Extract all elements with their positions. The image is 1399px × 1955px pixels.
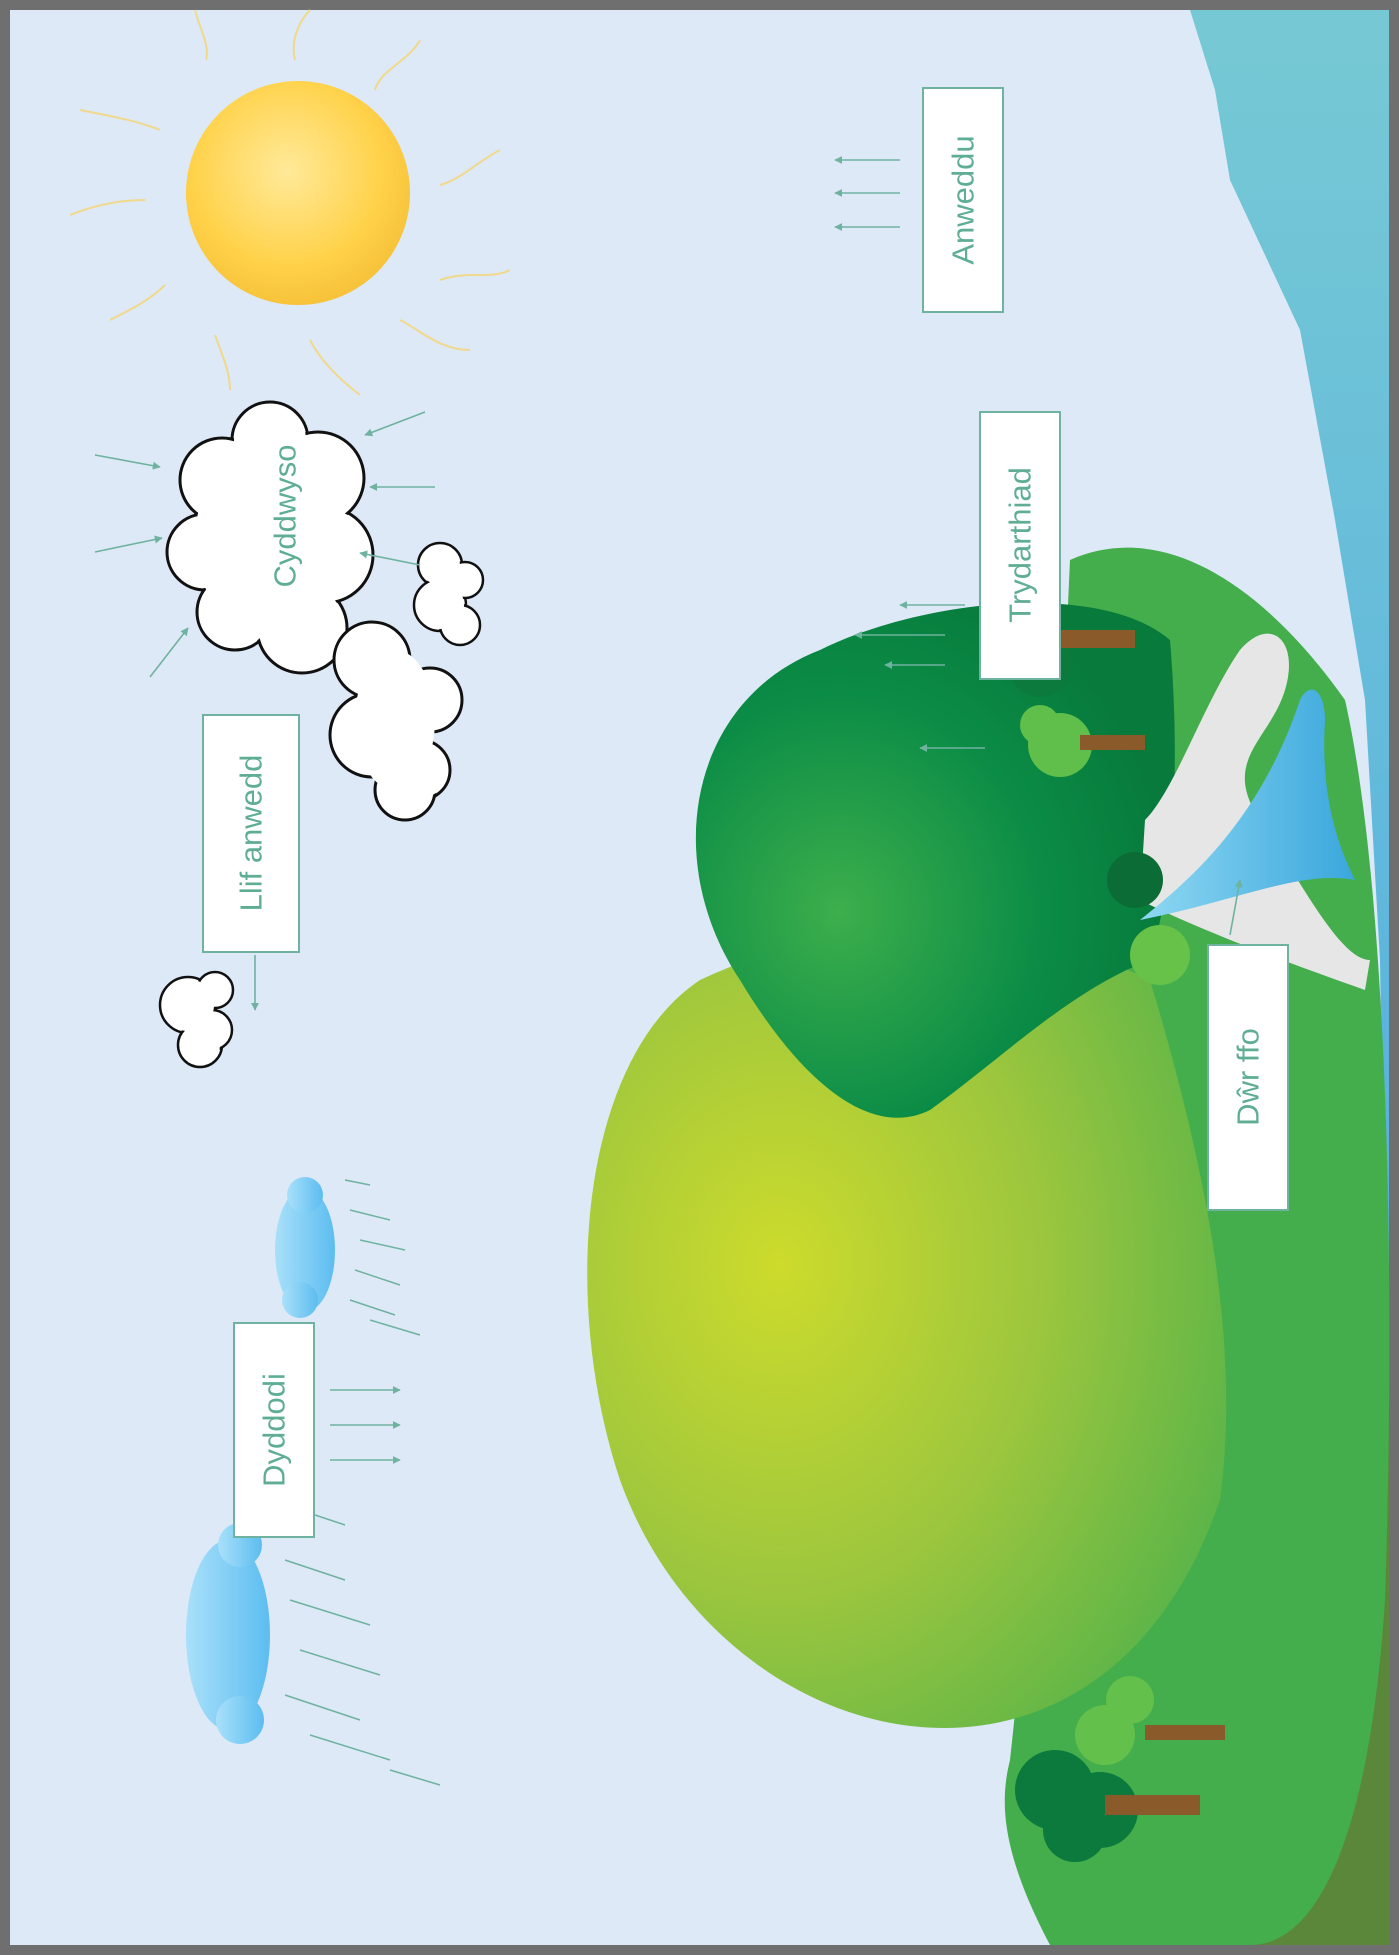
label-advection-text: Llif anwedd [234, 755, 269, 912]
label-precipitation-text: Dyddodi [257, 1373, 292, 1487]
label-advection: Llif anwedd [203, 715, 299, 952]
label-runoff-text: Dŵr ffo [1231, 1028, 1266, 1126]
label-condensation: Cyddwyso [268, 445, 303, 588]
label-runoff: Dŵr ffo [1208, 945, 1288, 1210]
label-evaporation-text: Anweddu [946, 135, 981, 264]
label-precipitation: Dyddodi [234, 1323, 314, 1537]
label-transpiration: Trydarthiad [980, 412, 1060, 679]
label-transpiration-text: Trydarthiad [1003, 467, 1038, 623]
tree-icon [1130, 925, 1190, 985]
label-condensation-text: Cyddwyso [268, 445, 303, 588]
tree-icon [1107, 852, 1163, 908]
label-evaporation: Anweddu [923, 88, 1003, 312]
